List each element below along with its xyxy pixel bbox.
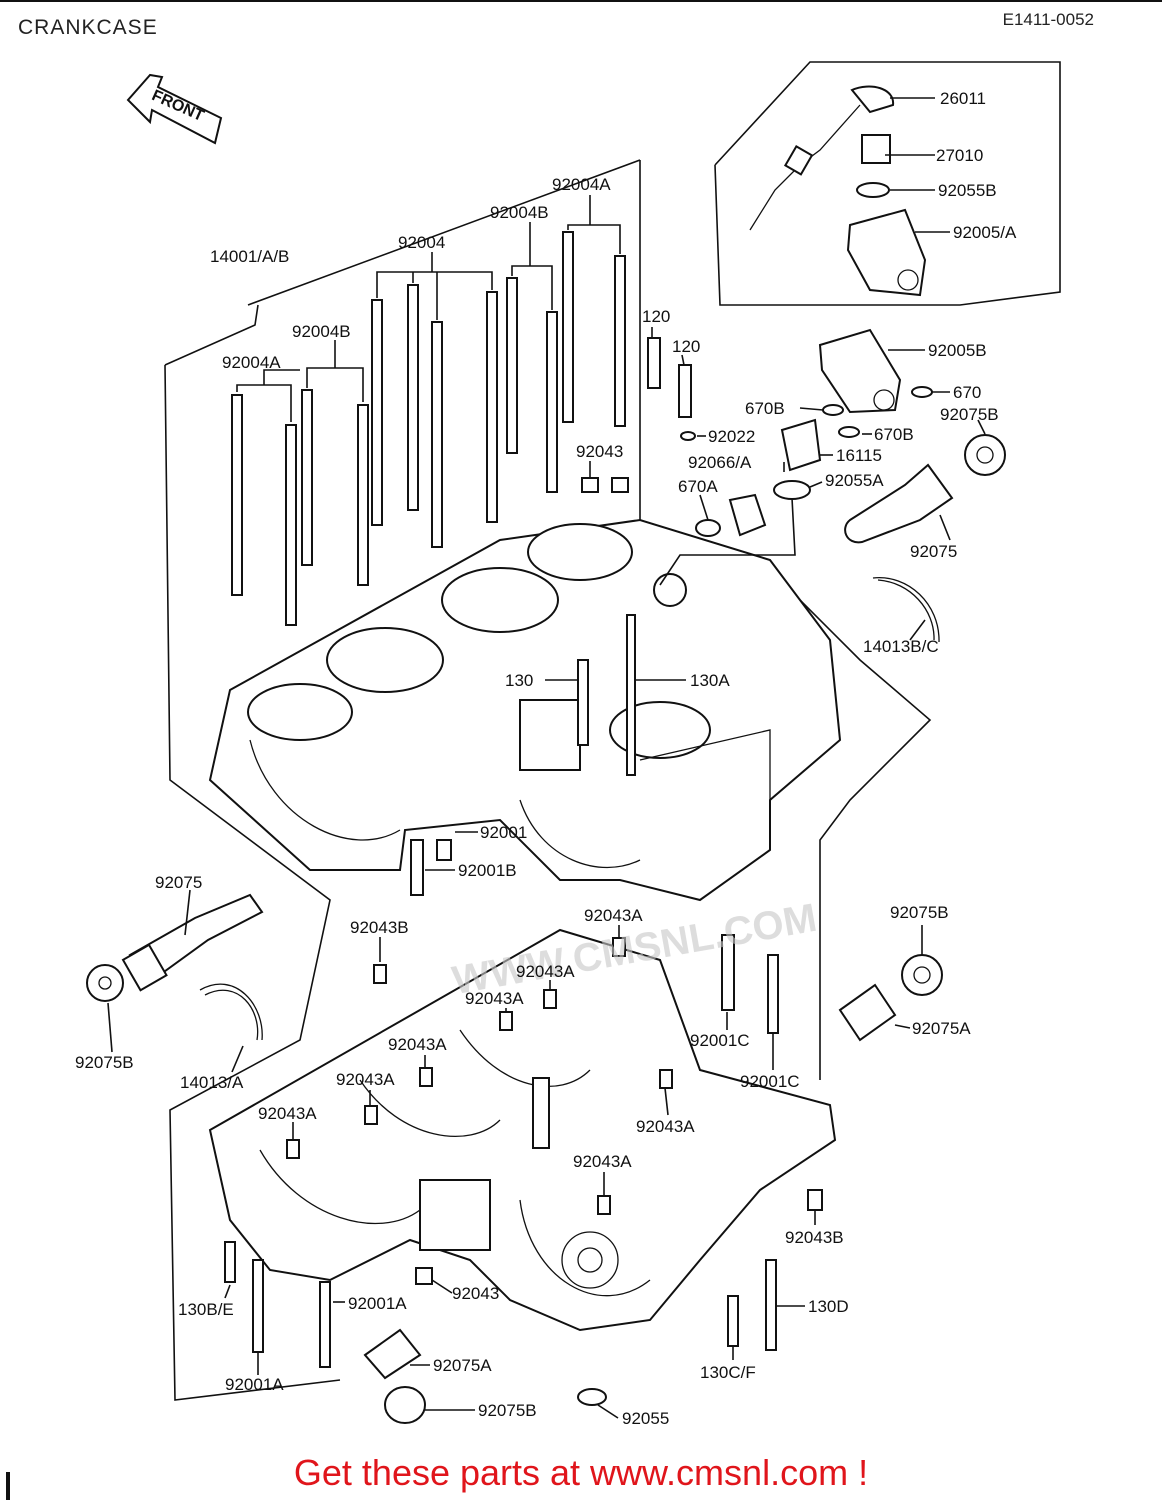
upper-crankcase	[208, 518, 842, 902]
part-label: 92043A	[336, 1070, 395, 1089]
leader-lines	[107, 97, 986, 1419]
top-border	[0, 0, 1162, 2]
part-label: 92075A	[433, 1356, 492, 1375]
part-label: 130D	[808, 1297, 849, 1316]
part-label: 92043A	[258, 1104, 317, 1123]
part-label: 27010	[936, 146, 983, 165]
part-label: 92043A	[388, 1035, 447, 1054]
part-label: 92043A	[584, 906, 643, 925]
part-label: 130C/F	[700, 1363, 756, 1382]
part-label: 14001/A/B	[210, 247, 289, 266]
part-label: 92005B	[928, 341, 987, 360]
oil-pressure-switch-group	[581, 85, 1006, 643]
crankcase-diagram: FRONT	[75, 61, 1061, 1428]
part-label: 92004B	[292, 322, 351, 341]
studs	[231, 231, 626, 626]
part-label: 92005/A	[953, 223, 1017, 242]
front-arrow-icon: FRONT	[126, 73, 223, 145]
part-label: 92043A	[516, 962, 575, 981]
part-labels: 26011 27010 92055B 92005/A 92005B 670 67…	[75, 89, 1017, 1428]
part-label: 670	[953, 383, 981, 402]
right-shaft-group	[721, 934, 943, 1042]
part-label: 14013/A	[180, 1073, 244, 1092]
part-label: 16115	[836, 446, 882, 465]
part-label: 92055A	[825, 471, 884, 490]
part-label: 92075A	[912, 1019, 971, 1038]
part-label: 92004	[398, 233, 445, 252]
part-label: 92075B	[890, 903, 949, 922]
part-label: 92075	[155, 873, 202, 892]
part-label: 130B/E	[178, 1300, 234, 1319]
part-label: 92004A	[222, 353, 281, 372]
part-label: 92001A	[348, 1294, 407, 1313]
part-label: 92022	[708, 427, 755, 446]
part-label: 92043A	[636, 1117, 695, 1136]
bolts-lower	[224, 1241, 777, 1424]
part-label: 130A	[690, 671, 730, 690]
page-title: CRANKCASE	[18, 16, 158, 39]
diagram-code: E1411-0052	[1002, 10, 1094, 29]
part-label: 92075B	[478, 1401, 537, 1420]
footer-link[interactable]: Get these parts at www.cmsnl.com !	[293, 1452, 869, 1493]
part-label: 92004A	[552, 175, 611, 194]
part-label: 26011	[940, 89, 986, 108]
left-edge-mark	[6, 1472, 10, 1500]
part-label: 92075B	[940, 405, 999, 424]
part-label: 92001C	[690, 1031, 750, 1050]
part-label: 92001C	[740, 1072, 800, 1091]
part-label: 92001	[480, 823, 527, 842]
lower-crankcase	[208, 928, 837, 1332]
part-label: 92075B	[75, 1053, 134, 1072]
part-label: 120	[672, 337, 700, 356]
part-label: 670B	[874, 425, 914, 444]
part-label: 92043	[576, 442, 623, 461]
part-label: 92055	[622, 1409, 669, 1428]
part-label: 92066/A	[688, 453, 752, 472]
bolts-upper	[410, 614, 636, 896]
part-label: 92055B	[938, 181, 997, 200]
left-shaft-group	[86, 893, 264, 1041]
part-label: 92075	[910, 542, 957, 561]
part-label: 92043A	[465, 989, 524, 1008]
part-label: 130	[505, 671, 533, 690]
part-label: 92043B	[785, 1228, 844, 1247]
part-label: 670B	[745, 399, 785, 418]
dowel-pins	[286, 937, 823, 1285]
part-label: 92043	[452, 1284, 499, 1303]
part-label: 670A	[678, 477, 718, 496]
part-label: 92043A	[573, 1152, 632, 1171]
part-label: 92004B	[490, 203, 549, 222]
part-label: 92001B	[458, 861, 517, 880]
part-label: 92001A	[225, 1375, 284, 1394]
part-label: 92043B	[350, 918, 409, 937]
part-label: 14013B/C	[863, 637, 939, 656]
part-label: 120	[642, 307, 670, 326]
